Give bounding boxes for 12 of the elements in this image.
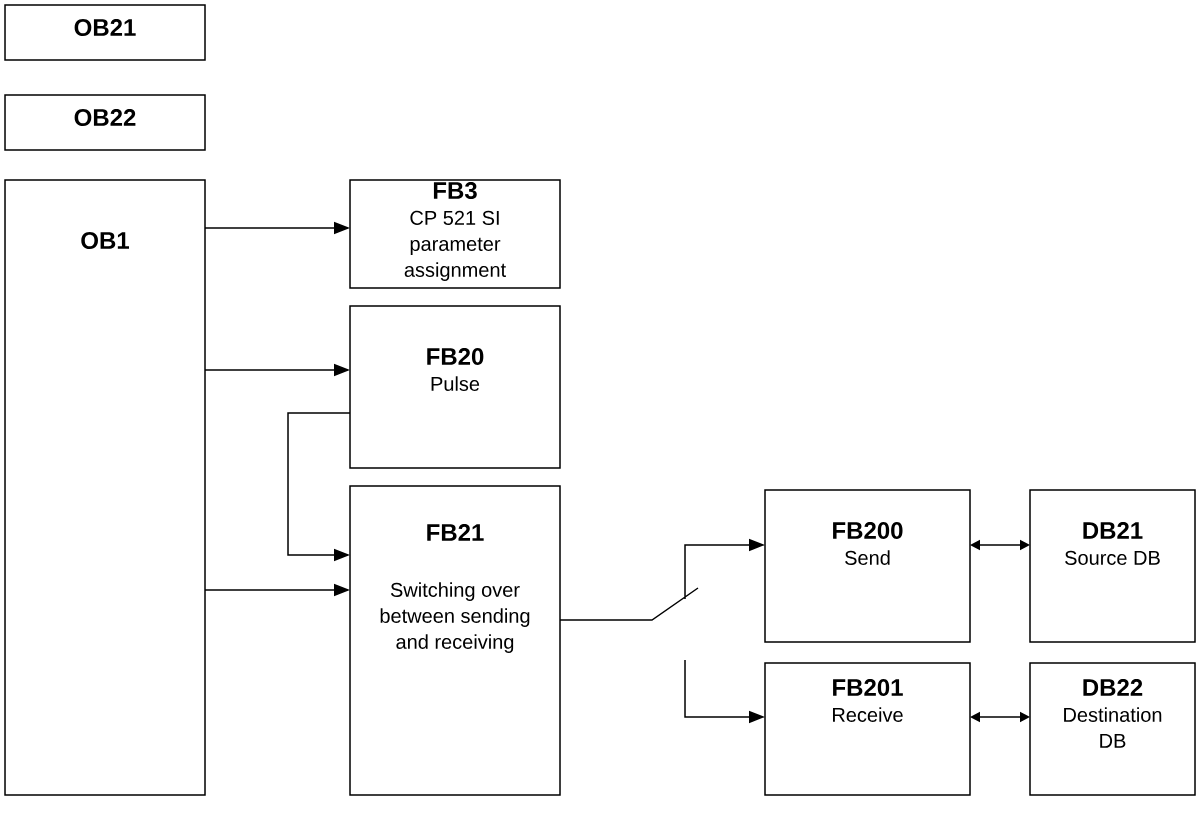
block-box: FB200 Send [764, 489, 971, 643]
block-box: OB21 [4, 4, 206, 61]
block-box: FB20 Pulse [349, 305, 561, 469]
block-box: DB22 Destination DB [1029, 662, 1196, 796]
double-arrow [970, 711, 1030, 723]
block-box: DB21 Source DB [1029, 489, 1196, 643]
block-box: FB21 Switching over between sending and receiving [349, 485, 561, 796]
block-box: FB201 Receive [764, 662, 971, 796]
block-box: FB3 CP 521 SI parameter assignment [349, 179, 561, 289]
double-arrow [970, 539, 1030, 551]
block-box: OB1 [4, 179, 206, 796]
block-box: OB22 [4, 94, 206, 151]
